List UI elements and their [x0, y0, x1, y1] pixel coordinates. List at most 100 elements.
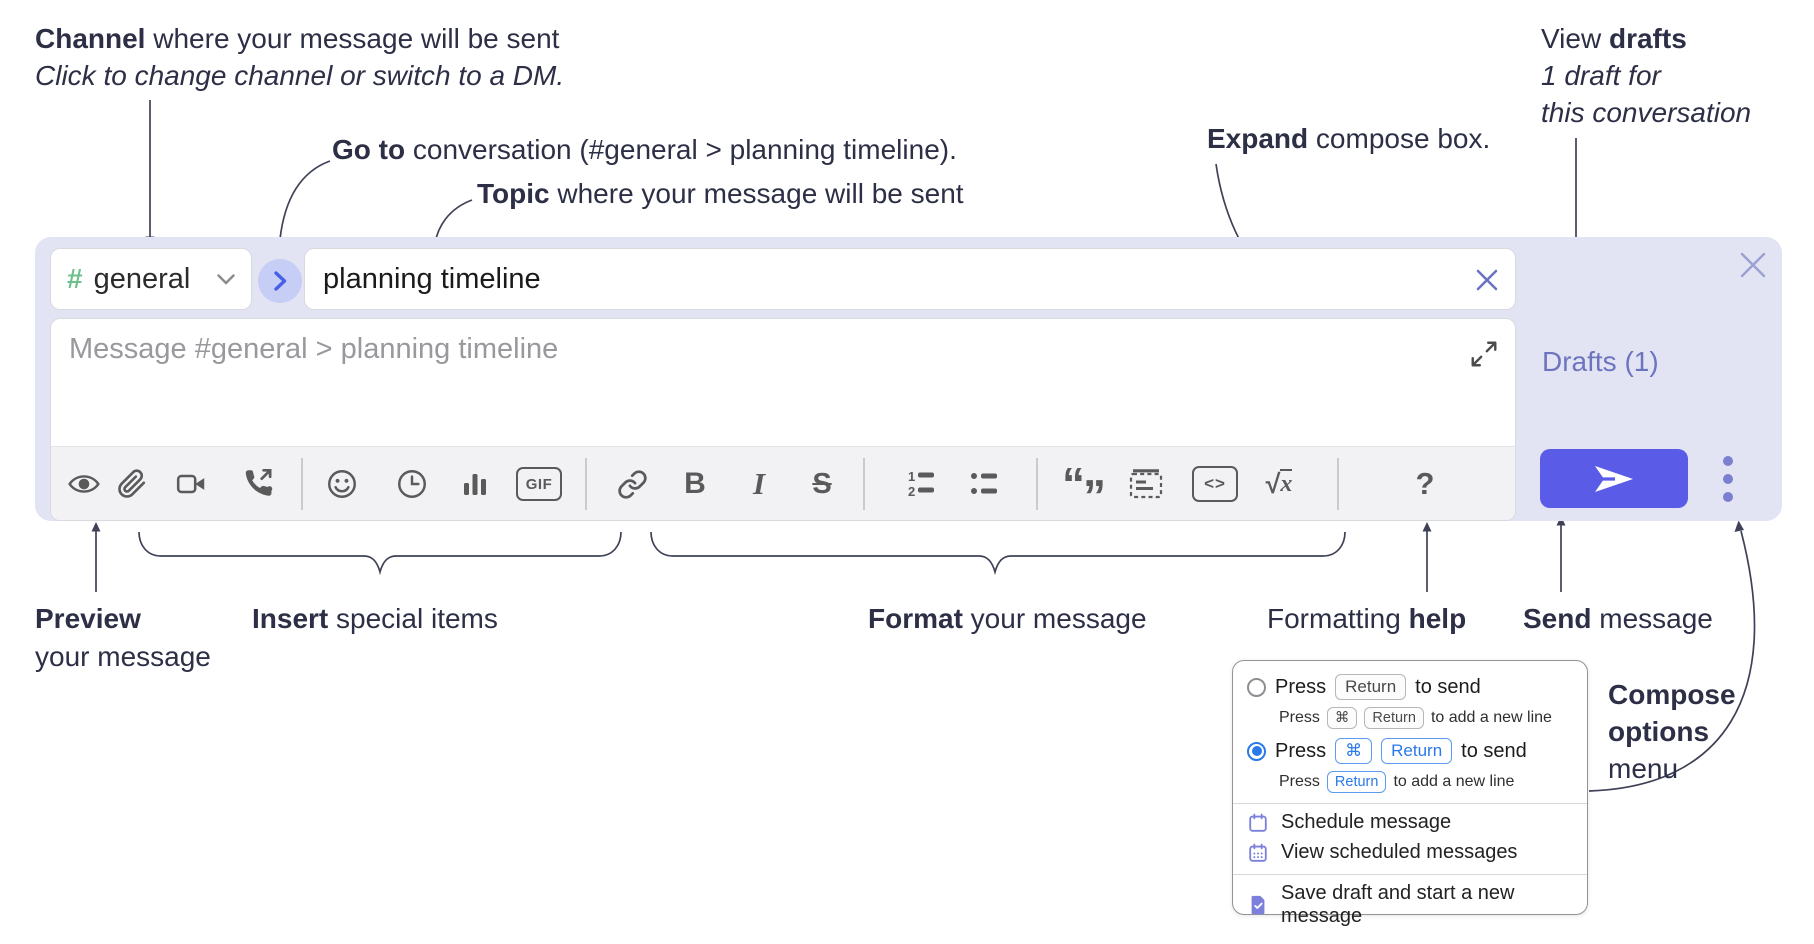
expand-diagonal-icon [1469, 339, 1503, 369]
popup-divider [1233, 803, 1587, 804]
vertical-ellipsis-icon [1722, 454, 1734, 504]
add-poll-button[interactable] [451, 460, 499, 508]
add-gif-button[interactable]: GIF [515, 460, 563, 508]
preview-annotation: Preview your message [35, 600, 211, 676]
chevron-right-icon [273, 271, 287, 291]
format-brace [650, 531, 1346, 576]
compose-box: # general [35, 237, 1782, 521]
attach-file-button[interactable] [108, 460, 156, 508]
preview-pointer-line [91, 522, 101, 592]
quote-icon: “” [1062, 461, 1106, 519]
cmd-key: ⌘ [1326, 707, 1358, 729]
send-pointer-line [1556, 516, 1566, 592]
question-mark-icon: ? [1415, 466, 1435, 501]
popup-divider [1233, 874, 1587, 875]
goto-pointer-curve [275, 160, 331, 248]
message-area: GIF B I S [50, 318, 1516, 521]
code-button[interactable]: <> [1191, 460, 1239, 508]
option2-post: to send [1461, 739, 1527, 762]
message-input[interactable] [51, 319, 1515, 445]
italic-icon: I [752, 466, 766, 501]
close-icon [1738, 250, 1772, 280]
save-draft-item[interactable]: Save draft and start a new message [1247, 882, 1577, 928]
expand-annotation: Expand compose box. [1207, 120, 1490, 157]
smiley-icon [325, 467, 359, 501]
link-icon [617, 469, 648, 500]
enter-sends-option-cmd-return[interactable]: Press ⌘ Return to send [1247, 738, 1577, 764]
channel-hash-icon: # [67, 263, 83, 294]
toolbar-divider [1337, 458, 1339, 510]
drafts-annotation: View drafts 1 draft for this conversatio… [1541, 20, 1751, 131]
compose-options-annotation-line1: Compose [1608, 679, 1736, 710]
quote-open-glyph: “ [1062, 458, 1085, 510]
video-camera-icon [175, 467, 209, 501]
radio-unselected-icon[interactable] [1247, 677, 1266, 697]
bulleted-list-button[interactable] [960, 460, 1008, 508]
send-button[interactable] [1540, 449, 1688, 508]
start-voice-call-button[interactable] [234, 460, 282, 508]
insert-link-button[interactable] [608, 460, 656, 508]
toolbar-divider [863, 458, 865, 510]
radio-selected-icon[interactable] [1247, 741, 1266, 761]
channel-selector[interactable]: # general [50, 248, 252, 310]
code-icon: <> [1192, 466, 1238, 502]
option1-post: to send [1415, 675, 1481, 698]
channel-annotation-rest: where your message will be sent [145, 23, 560, 54]
option2-sub-pre: Press [1279, 773, 1320, 790]
toolbar-divider [585, 458, 587, 510]
strikethrough-icon: S [812, 467, 832, 500]
clock-icon [395, 467, 429, 501]
topic-annotation-rest: where your message will be sent [549, 178, 964, 209]
format-annotation: Format your message [868, 600, 1147, 637]
drafts-annotation-line1: View drafts [1541, 20, 1751, 57]
return-key: Return [1364, 707, 1424, 729]
return-key: Return [1381, 738, 1453, 764]
add-emoji-button[interactable] [318, 460, 366, 508]
channel-pointer-line [145, 100, 155, 246]
math-button[interactable]: √x [1255, 460, 1303, 508]
bold-button[interactable]: B [671, 460, 719, 508]
drafts-link[interactable]: Drafts (1) [1542, 346, 1659, 377]
help-annotation-pre: Formatting [1267, 603, 1409, 634]
spoiler-icon [1129, 468, 1163, 500]
italic-button[interactable]: I [735, 460, 783, 508]
compose-options-annotation-line2: options [1608, 716, 1710, 747]
formatting-help-button[interactable]: ? [1401, 460, 1449, 508]
topic-annotation-bold: Topic [477, 178, 550, 209]
compose-toolbar: GIF B I S [51, 446, 1515, 520]
help-annotation: Formatting help [1267, 600, 1466, 637]
clear-topic-button[interactable] [1471, 264, 1503, 296]
drafts-annotation-line2: 1 draft for [1541, 60, 1661, 91]
enter-sends-option-cmd-return-subtext: Press Return to add a new line [1279, 771, 1577, 793]
go-to-conversation-button[interactable] [258, 259, 302, 303]
option2-sub-post: to add a new line [1393, 773, 1515, 790]
goto-annotation-bold: Go to [332, 134, 406, 165]
save-draft-label: Save draft and start a new message [1281, 882, 1515, 927]
math-x-glyph: x [1280, 468, 1293, 497]
topic-input[interactable] [305, 249, 1515, 309]
view-scheduled-messages-item[interactable]: View scheduled messages [1247, 841, 1577, 864]
eye-icon [67, 467, 101, 501]
return-key: Return [1326, 771, 1387, 793]
svg-text:2: 2 [908, 484, 915, 499]
return-key: Return [1335, 674, 1407, 700]
compose-options-menu-button[interactable] [1711, 452, 1745, 506]
enter-sends-option-return[interactable]: Press Return to send [1247, 674, 1577, 700]
channel-annotation-line1: Channel where your message will be sent [35, 20, 564, 57]
expand-compose-button[interactable] [1469, 337, 1503, 371]
calendar-icon [1247, 812, 1269, 834]
add-global-time-button[interactable] [388, 460, 436, 508]
bulleted-list-icon [968, 468, 1000, 500]
preview-button[interactable] [60, 460, 108, 508]
close-compose-button[interactable] [1738, 248, 1772, 282]
quote-button[interactable]: “” [1059, 460, 1107, 519]
strikethrough-button[interactable]: S [798, 460, 846, 508]
spoiler-button[interactable] [1122, 460, 1170, 508]
enter-sends-popup: Press Return to send Press ⌘ Return to a… [1232, 660, 1588, 927]
channel-annotation-bold: Channel [35, 23, 146, 54]
goto-annotation-rest: conversation (#general > planning timeli… [405, 134, 957, 165]
start-video-call-button[interactable] [168, 460, 216, 508]
schedule-message-item[interactable]: Schedule message [1247, 811, 1577, 834]
